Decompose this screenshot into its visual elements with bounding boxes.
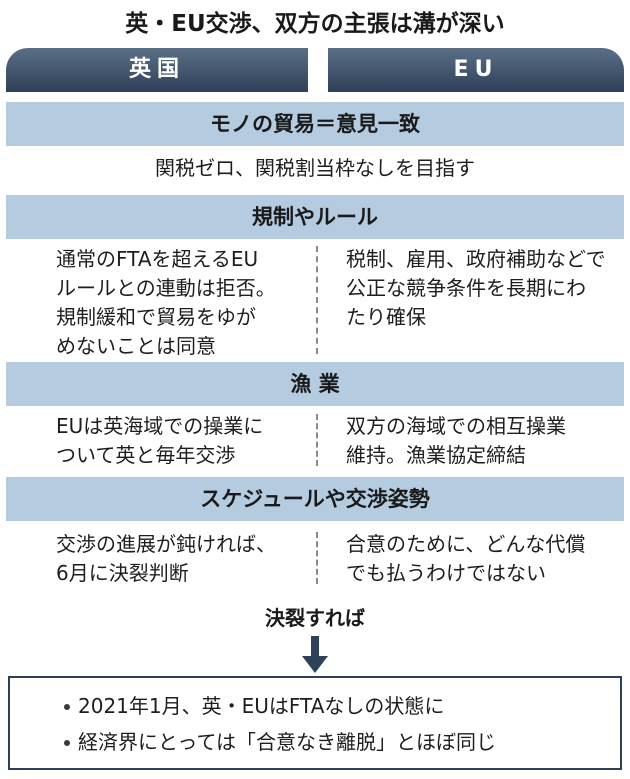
regulation-uk-cell: 通常のFTAを超えるEU ルールとの連動は拒否。 規制緩和で貿易をゆが めないこ… — [56, 245, 276, 361]
regulation-uk-line: 規制緩和で貿易をゆが — [56, 305, 256, 329]
down-arrow-icon — [302, 636, 328, 673]
regulation-eu-cell: 税制、雇用、政府補助などで 公正な競争条件を長期にわ たり確保 — [346, 245, 606, 332]
column-divider — [316, 246, 318, 354]
outcome-item-text: 経済界にとっては「合意なき離脱」とほぼ同じ — [78, 730, 496, 754]
fishery-eu-line: 双方の海域での相互操業 — [346, 414, 566, 438]
regulation-uk-line: めないことは同意 — [56, 334, 216, 358]
regulation-uk-line: 通常のFTAを超えるEU — [56, 247, 259, 271]
schedule-uk-line: 6月に決裂判断 — [56, 561, 189, 585]
outcome-item: 2021年1月、英・EUはFTAなしの状態に — [64, 692, 445, 720]
diagram-title: 英・EU交渉、双方の主張は溝が深い — [125, 11, 505, 37]
outcome-label: 決裂すれば — [265, 606, 365, 630]
outcome-item: 経済界にとっては「合意なき離脱」とほぼ同じ — [64, 728, 496, 756]
schedule-uk-cell: 交渉の進展が鈍ければ、 6月に決裂判断 — [56, 530, 276, 588]
goods-shared-text: 関税ゼロ、関税割当枠なしを目指す — [155, 156, 475, 180]
bullet-icon — [64, 740, 70, 746]
bullet-icon — [64, 704, 70, 710]
section-heading-fishery: 漁 業 — [6, 362, 624, 406]
fishery-eu-line: 維持。漁業協定締結 — [346, 443, 526, 467]
fishery-uk-line: EUは英海域での操業に — [56, 414, 264, 438]
column-divider — [316, 532, 318, 584]
column-divider — [316, 414, 318, 466]
column-header-eu: EU — [328, 48, 624, 92]
fishery-uk-cell: EUは英海域での操業に ついて英と毎年交渉 — [56, 412, 263, 470]
schedule-eu-cell: 合意のために、どんな代償 でも払うわけではない — [346, 530, 585, 588]
schedule-eu-line: でも払うわけではない — [346, 561, 546, 585]
regulation-eu-line: 公正な競争条件を長期にわ — [346, 276, 586, 300]
column-header-uk: 英国 — [6, 48, 308, 92]
fishery-eu-cell: 双方の海域での相互操業 維持。漁業協定締結 — [346, 412, 566, 470]
schedule-eu-line: 合意のために、どんな代償 — [346, 532, 586, 556]
fishery-uk-line: ついて英と毎年交渉 — [56, 443, 236, 467]
schedule-uk-line: 交渉の進展が鈍ければ、 — [56, 532, 276, 556]
regulation-eu-line: たり確保 — [346, 305, 426, 329]
section-heading-schedule: スケジュールや交渉姿勢 — [6, 477, 624, 521]
section-heading-regulation: 規制やルール — [6, 195, 624, 239]
outcome-item-text: 2021年1月、英・EUはFTAなしの状態に — [78, 694, 445, 718]
section-heading-goods: モノの貿易＝意見一致 — [6, 102, 624, 146]
regulation-eu-line: 税制、雇用、政府補助などで — [346, 247, 606, 271]
outcome-box: 2021年1月、英・EUはFTAなしの状態に 経済界にとっては「合意なき離脱」と… — [8, 676, 622, 770]
regulation-uk-line: ルールとの連動は拒否。 — [56, 276, 276, 300]
